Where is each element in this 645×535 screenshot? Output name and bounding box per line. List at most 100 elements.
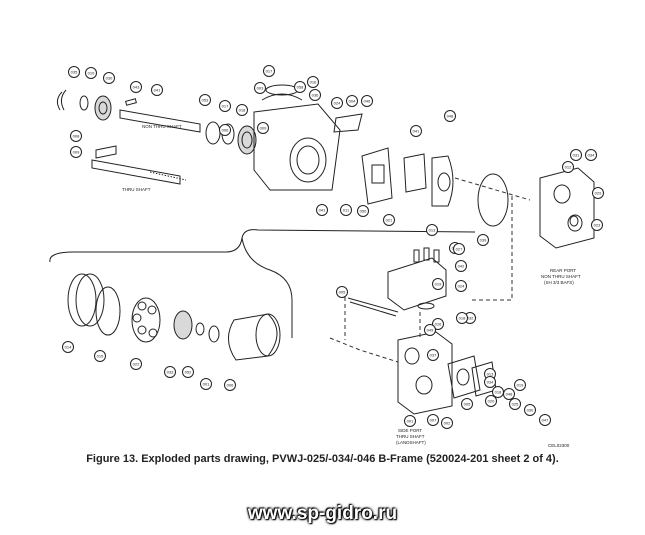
callout-bubble bbox=[85, 67, 97, 79]
callout-bubble bbox=[509, 398, 521, 410]
detail-bracket-curve bbox=[49, 229, 476, 338]
callout-number: 018 bbox=[495, 389, 502, 394]
callout-bubble bbox=[130, 81, 142, 93]
callout-62: 030 bbox=[524, 404, 536, 416]
callout-38: 024 bbox=[455, 280, 467, 292]
callout-59: 018 bbox=[492, 386, 504, 398]
callout-bubble bbox=[427, 349, 439, 361]
callout-13: 017 bbox=[263, 65, 275, 77]
callout-bubble bbox=[477, 234, 489, 246]
callout-bubble bbox=[182, 366, 194, 378]
callout-bubble bbox=[357, 205, 369, 217]
callout-14: 058 bbox=[294, 81, 306, 93]
callout-bubble bbox=[307, 76, 319, 88]
callout-number: 031 bbox=[573, 152, 580, 157]
callout-number: 006 bbox=[227, 382, 234, 387]
callout-61: 019 bbox=[514, 379, 526, 391]
callout-bubble bbox=[219, 124, 231, 136]
callout-bubble bbox=[68, 66, 80, 78]
callout-55: 020 bbox=[485, 395, 497, 407]
callout-bubble bbox=[316, 204, 328, 216]
callout-number: 032 bbox=[467, 315, 474, 320]
callout-57: 034 bbox=[484, 376, 496, 388]
callout-number: 011 bbox=[343, 207, 350, 212]
callout-number: 029 bbox=[595, 190, 602, 195]
callout-42: 049 bbox=[424, 324, 436, 336]
callout-number: 034 bbox=[487, 379, 494, 384]
callout-18: 004 bbox=[346, 95, 358, 107]
callout-10: 018 bbox=[236, 104, 248, 116]
callout-5: 053 bbox=[199, 94, 211, 106]
callout-33: 023 bbox=[591, 219, 603, 231]
callout-number: 015 bbox=[97, 353, 104, 358]
callout-bubble bbox=[485, 395, 497, 407]
callout-40: 018 bbox=[456, 312, 468, 324]
callout-number: 023 bbox=[594, 222, 601, 227]
callout-number: 039 bbox=[480, 237, 487, 242]
callout-number: 008 bbox=[73, 133, 80, 138]
callout-32: 029 bbox=[592, 187, 604, 199]
callout-22: 041 bbox=[316, 204, 328, 216]
assembly-lines bbox=[329, 177, 531, 363]
callout-15: 016 bbox=[307, 76, 319, 88]
callout-bubble bbox=[94, 350, 106, 362]
callout-19: 046 bbox=[361, 95, 373, 107]
callout-bubble bbox=[219, 100, 231, 112]
callout-number: 013 bbox=[487, 371, 494, 376]
callout-58: 048 bbox=[503, 388, 515, 400]
callout-number: 017 bbox=[222, 103, 229, 108]
callout-number: 005 bbox=[339, 289, 346, 294]
callout-number: 058 bbox=[297, 84, 304, 89]
callout-number: 009 bbox=[260, 125, 267, 130]
callout-bubble bbox=[432, 318, 444, 330]
callout-bubble bbox=[164, 366, 176, 378]
callout-bubble bbox=[570, 149, 582, 161]
callout-bubble bbox=[254, 82, 266, 94]
callout-bubble bbox=[426, 224, 438, 236]
callout-41: 016 bbox=[432, 318, 444, 330]
callout-1: 010 bbox=[85, 67, 97, 79]
callout-number: 043 bbox=[133, 84, 140, 89]
callout-17: 024 bbox=[331, 97, 343, 109]
callout-63: 047 bbox=[539, 414, 551, 426]
callout-number: 030 bbox=[527, 407, 534, 412]
callout-21: 048 bbox=[444, 110, 456, 122]
callout-number: 002 bbox=[444, 420, 451, 425]
callout-16: 036 bbox=[309, 89, 321, 101]
callout-number: 003 bbox=[257, 85, 264, 90]
callout-4: 041 bbox=[151, 84, 163, 96]
callout-54: 005 bbox=[461, 398, 473, 410]
callout-bubble bbox=[585, 149, 597, 161]
callout-bubble bbox=[346, 95, 358, 107]
callout-number: 022 bbox=[133, 361, 140, 366]
callout-3: 043 bbox=[130, 81, 142, 93]
callout-number: 016 bbox=[310, 79, 317, 84]
rear-port-label-3: (SH 3/3 BAFS) bbox=[544, 280, 574, 285]
callout-36: 005 bbox=[336, 286, 348, 298]
callout-bubble bbox=[456, 312, 468, 324]
callout-bubble bbox=[103, 72, 115, 84]
callout-bubble bbox=[461, 398, 473, 410]
callout-bubble bbox=[224, 379, 236, 391]
compensator-group bbox=[347, 247, 447, 317]
callout-7: 006 bbox=[219, 124, 231, 136]
callout-number: 048 bbox=[447, 113, 454, 118]
callout-bubble bbox=[427, 414, 439, 426]
callout-number: 041 bbox=[413, 128, 420, 133]
callout-number: 036 bbox=[312, 92, 319, 97]
callout-number: 006 bbox=[222, 127, 229, 132]
callout-number: 042 bbox=[458, 263, 465, 268]
callout-53: 002 bbox=[441, 417, 453, 429]
callout-bubble bbox=[484, 376, 496, 388]
callout-number: 024 bbox=[334, 100, 341, 105]
callout-number: 049 bbox=[427, 327, 434, 332]
callout-30: 034 bbox=[585, 149, 597, 161]
callout-26: 013 bbox=[426, 224, 438, 236]
callout-28: 039 bbox=[477, 234, 489, 246]
callout-number: 034 bbox=[588, 152, 595, 157]
callout-bubble bbox=[592, 187, 604, 199]
callout-2: 030 bbox=[103, 72, 115, 84]
callout-bubble bbox=[455, 280, 467, 292]
callout-43: 037 bbox=[427, 349, 439, 361]
side-port-label-2: THRU SHAFT bbox=[396, 434, 425, 439]
